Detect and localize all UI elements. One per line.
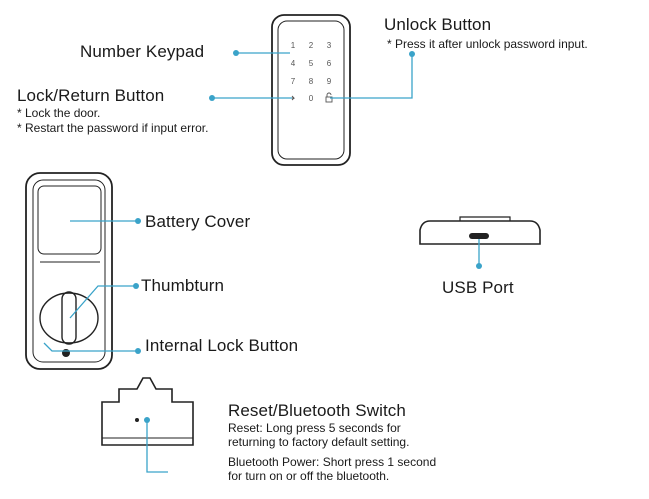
- key-6: 6: [327, 59, 332, 68]
- bluetooth-note-1: Bluetooth Power: Short press 1 second: [228, 455, 437, 469]
- usb-port-view: [419, 216, 541, 245]
- battery-cover-outline: [37, 185, 102, 255]
- callout-thumbturn: [69, 285, 134, 319]
- unlock-button-title: Unlock Button: [384, 15, 492, 34]
- bluetooth-note-2: for turn on or off the bluetooth.: [228, 469, 390, 483]
- interior-body-outer: [25, 172, 113, 370]
- key-1: 1: [291, 41, 296, 50]
- thumbturn-knob: [61, 291, 77, 345]
- battery-cover-label: Battery Cover: [145, 212, 251, 231]
- key-2: 2: [309, 41, 314, 50]
- key-0: 0: [309, 94, 314, 103]
- lock-return-note-2: * Restart the password if input error.: [17, 121, 209, 135]
- interior-body-inner: [32, 179, 106, 363]
- key-3: 3: [327, 41, 332, 50]
- key-4: 4: [291, 59, 296, 68]
- thumbturn-base: [39, 292, 99, 344]
- usb-port-slot: [469, 233, 489, 239]
- unlock-key-icon: [325, 92, 333, 103]
- number-keypad-label: Number Keypad: [80, 42, 205, 61]
- lock-return-note-1: * Lock the door.: [17, 106, 101, 120]
- exterior-keypad-unit: 1 2 3 4 5 6 7 8 9 0: [271, 14, 351, 166]
- internal-lock-button-label: Internal Lock Button: [145, 336, 299, 355]
- callout-lines: [43, 52, 480, 473]
- key-9: 9: [327, 77, 332, 86]
- exterior-body-inner: [277, 20, 345, 160]
- reset-note-2: returning to factory default setting.: [228, 435, 410, 449]
- usb-port-label: USB Port: [442, 278, 514, 297]
- key-8: 8: [309, 77, 314, 86]
- interior-unit: [25, 172, 113, 370]
- usb-housing-top: [459, 216, 511, 221]
- callout-unlock-button: [330, 54, 413, 99]
- key-7: 7: [291, 77, 296, 86]
- callout-dots: [133, 50, 482, 423]
- reset-note-1: Reset: Long press 5 seconds for: [228, 421, 401, 435]
- internal-lock-button-dot: [62, 349, 70, 357]
- callout-reset-switch: [146, 420, 168, 473]
- reset-button-dot: [135, 418, 139, 422]
- unlock-button-note: * Press it after unlock password input.: [387, 37, 588, 51]
- keypad-grid: 1 2 3 4 5 6 7 8 9 0: [291, 41, 332, 103]
- reset-bluetooth-switch-title: Reset/Bluetooth Switch: [228, 401, 406, 420]
- thumbturn-label: Thumbturn: [141, 276, 225, 295]
- callout-internal-lock-button: [43, 342, 136, 352]
- key-5: 5: [309, 59, 314, 68]
- lock-return-button-title: Lock/Return Button: [17, 86, 165, 105]
- usb-housing: [419, 220, 541, 245]
- exterior-body-outer: [271, 14, 351, 166]
- reset-housing: [101, 377, 194, 446]
